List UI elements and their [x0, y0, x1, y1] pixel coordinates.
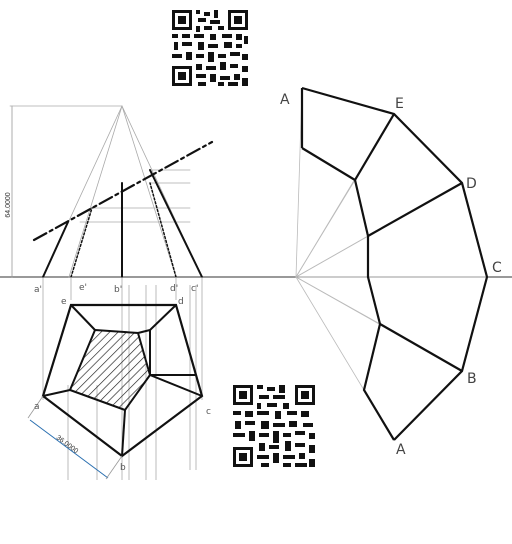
- label-a: a: [34, 402, 40, 412]
- top-view: [27, 277, 204, 480]
- label-dev-C: C: [492, 260, 502, 276]
- label-dev-A-top: A: [280, 92, 290, 108]
- label-e: e: [61, 297, 67, 307]
- height-dimension-label: 64.0000: [5, 192, 12, 217]
- front-view: [9, 105, 214, 278]
- label-dev-E: E: [395, 96, 404, 112]
- label-e-prime: e': [79, 283, 87, 293]
- development-view: [295, 86, 489, 441]
- side-dimension-label: 36.0000: [55, 434, 80, 455]
- label-b: b: [120, 463, 126, 473]
- label-dev-D: D: [466, 176, 477, 192]
- label-b-prime: b': [114, 285, 122, 295]
- qr-code-top: [170, 8, 250, 88]
- label-c: c: [206, 407, 211, 417]
- label-d-prime: d': [170, 284, 178, 294]
- label-dev-B: B: [467, 371, 477, 387]
- label-d: d: [178, 297, 184, 307]
- qr-code-bottom: [231, 383, 317, 469]
- label-dev-A-bottom: A: [396, 442, 406, 458]
- label-a-prime: a': [34, 285, 42, 295]
- label-c-prime: c': [191, 284, 198, 294]
